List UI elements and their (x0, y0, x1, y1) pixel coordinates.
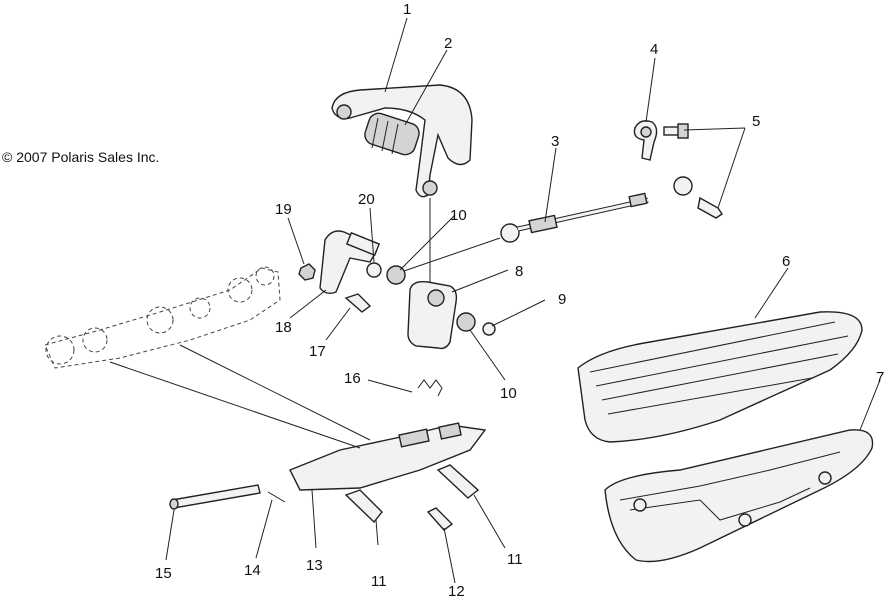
part-1-brake-pedal (331, 84, 473, 198)
callout-17: 17 (309, 343, 326, 360)
footrest-ghost-outline (44, 266, 281, 369)
callout-5: 5 (752, 113, 760, 130)
callout-3: 3 (551, 133, 559, 150)
callout-16: 16 (344, 370, 361, 387)
callout-6: 6 (782, 253, 790, 270)
part-10-bushings (386, 265, 476, 332)
part-6-footrest-pad (577, 311, 863, 443)
callout-19: 19 (275, 201, 292, 218)
callout-18: 18 (275, 319, 292, 336)
callout-9: 9 (558, 291, 566, 308)
part-20-o-ring (366, 262, 382, 278)
callout-12: 12 (448, 583, 465, 598)
part-3-brake-rod (500, 176, 693, 243)
part-17-bolt (344, 293, 372, 313)
part-14-cotter-pin (267, 491, 286, 503)
part-18-pivot-arm (319, 230, 381, 295)
part-9-washer (482, 322, 496, 336)
callout-11-left: 11 (371, 573, 387, 590)
copyright-text: © 2007 Polaris Sales Inc. (2, 149, 159, 165)
part-16-spring (417, 379, 443, 397)
part-5-bolts (663, 123, 723, 219)
part-8-pivot-bracket (407, 280, 458, 350)
part-12-screw (426, 507, 454, 531)
callout-7: 7 (876, 369, 884, 386)
callout-10-upper: 10 (450, 207, 467, 224)
part-11-bolts (344, 464, 480, 524)
part-19-nut (298, 263, 316, 281)
callout-14: 14 (244, 562, 261, 579)
callout-20: 20 (358, 191, 375, 208)
callout-15: 15 (155, 565, 172, 582)
callout-leaders (165, 17, 881, 584)
part-13-mount-bracket (289, 422, 487, 491)
callout-8: 8 (515, 263, 523, 280)
callout-2: 2 (444, 35, 452, 52)
part-7-footrest-base (604, 429, 874, 563)
callout-4: 4 (650, 41, 658, 58)
part-4-clevis (633, 120, 658, 161)
callout-10-lower: 10 (500, 385, 517, 402)
callout-13: 13 (306, 557, 323, 574)
part-2-pedal-pad (364, 112, 420, 156)
callout-11-right: 11 (507, 551, 523, 568)
callout-1: 1 (403, 1, 411, 18)
callout-numbers: 1 2 3 4 5 6 7 8 9 10 10 11 11 12 13 14 1… (155, 1, 884, 598)
part-15-pivot-pin (169, 484, 261, 510)
